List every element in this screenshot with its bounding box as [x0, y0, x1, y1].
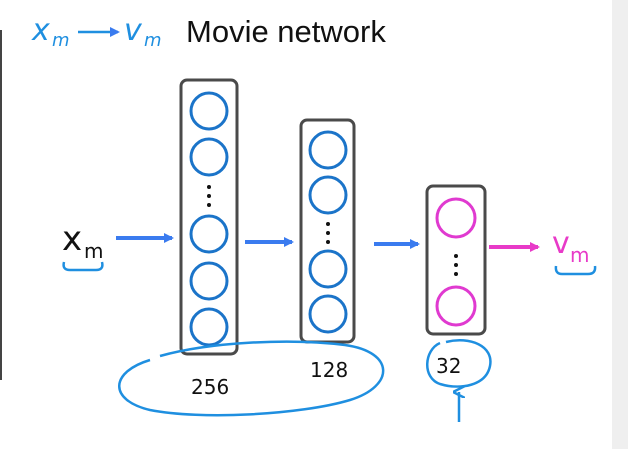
- output-subscript: m: [570, 243, 589, 267]
- layer-2-neuron: [308, 130, 348, 170]
- units-ellipse-mark: [118, 340, 385, 417]
- layer-3-ellipsis: [454, 263, 458, 267]
- layer-3-ellipsis: [454, 254, 458, 258]
- output-underline-mark: [554, 265, 597, 276]
- layer-3-units-circle-mark: [426, 339, 492, 388]
- layer-2-ellipsis: [326, 231, 330, 235]
- layer-3-ellipsis: [454, 272, 458, 276]
- header-annotation-input: x: [31, 13, 50, 48]
- layer-3: [425, 184, 487, 336]
- layer-2-neuron: [308, 294, 348, 334]
- layer-2-ellipsis: [326, 222, 330, 226]
- layer-1-neuron: [189, 137, 229, 177]
- layer-2: [299, 118, 356, 344]
- layer-1-units: 256: [191, 375, 229, 399]
- output-symbol: v: [552, 226, 570, 261]
- input-symbol: x: [62, 219, 82, 259]
- layer-1: [179, 78, 239, 356]
- layer-1-neuron: [189, 261, 229, 301]
- header-annotation-output: v: [124, 13, 143, 48]
- layer-3-neuron: [435, 285, 477, 327]
- input-label: x m: [62, 219, 104, 272]
- output-label: v m: [552, 226, 597, 276]
- header-annotation-output-sub: m: [144, 30, 162, 51]
- layer-3-units: 32: [436, 354, 461, 378]
- layer-1-ellipsis: [207, 203, 211, 207]
- header-annotation: x m v m: [31, 13, 162, 51]
- layer-2-neuron: [308, 249, 348, 289]
- layer-2-ellipsis: [326, 240, 330, 244]
- layer-1-neuron: [189, 214, 229, 254]
- right-edge-panel: [612, 0, 628, 449]
- header-annotation-input-sub: m: [52, 30, 70, 51]
- layer-1-ellipsis: [207, 185, 211, 189]
- layer-2-units: 128: [310, 358, 348, 382]
- layer-2-neuron: [308, 175, 348, 215]
- input-underline-mark: [62, 261, 104, 272]
- layer-3-neuron: [435, 197, 477, 239]
- layer-1-ellipsis: [207, 194, 211, 198]
- layer-1-neuron: [189, 307, 229, 347]
- page-title: Movie network: [186, 14, 386, 49]
- input-subscript: m: [84, 239, 103, 263]
- layer-1-neuron: [189, 91, 229, 131]
